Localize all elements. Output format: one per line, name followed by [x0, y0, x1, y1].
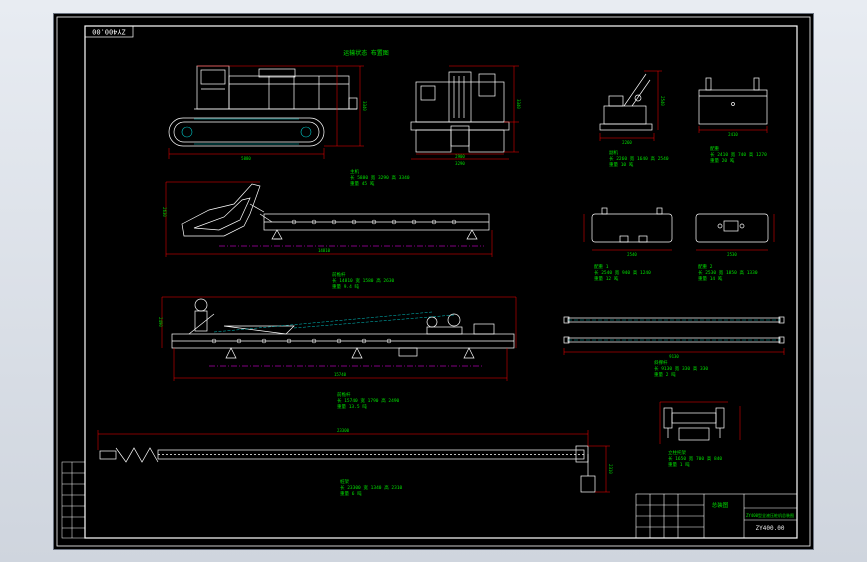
crawler-rollers: [181, 118, 312, 145]
mast-mid-dim-width: 15740: [334, 372, 347, 377]
view-front: [410, 71, 510, 153]
small-crane-dim-width: 2260: [622, 140, 632, 145]
view-small-crane: [599, 73, 653, 131]
mast-mid-dims: [161, 296, 517, 381]
title-block-subtitle: ZY400型全液压桩机总装图: [746, 512, 794, 518]
mast-mid-cable: [213, 311, 455, 333]
block-b-caption-2: 长 2530 宽 1850 高 1330: [698, 269, 758, 276]
crawler-dim-width: 5880: [241, 156, 251, 161]
small-crane-caption-1: 副机: [609, 149, 618, 156]
rods-dim-width: 9130: [669, 354, 679, 359]
rods-caption-1: 斜撑杆: [654, 359, 668, 366]
view-mast-mid: [171, 298, 515, 359]
small-part-caption-1: 立柱托架: [668, 449, 686, 456]
mast-top-dim-width: 14810: [318, 248, 331, 253]
cad-drawing: ZY400.00 运输状态 布置图: [56, 16, 811, 547]
view-crawler: [168, 65, 358, 147]
counterweight-caption-2: 长 2410 宽 740 高 1270: [710, 151, 767, 158]
leader-dims: [97, 430, 610, 493]
counterweight-dim-width: 2410: [728, 132, 738, 137]
block-a-dims: [583, 214, 672, 251]
crawler-dims: [168, 65, 364, 159]
mast-top-holes: [291, 219, 457, 225]
small-part-caption-3: 重量 1 吨: [668, 461, 690, 468]
small-crane-caption-3: 重量 10 吨: [609, 161, 634, 168]
view-small-part: [663, 407, 725, 441]
leader-caption-1: 桩架: [340, 478, 349, 485]
mast-mid-caption-2: 长 15740 宽 1790 高 2490: [337, 397, 400, 404]
rods-dims: [563, 348, 785, 355]
mast-top-dim-height: 2630: [162, 207, 167, 217]
mast-mid-caption-1: 前桅杆: [337, 391, 351, 398]
mast-top-caption-1: 前桅杆: [332, 271, 346, 278]
title-block: [635, 493, 798, 539]
view-leader: [99, 445, 596, 493]
view-mast-top: [181, 183, 490, 240]
small-crane-caption-2: 长 2260 宽 1640 高 2540: [609, 155, 669, 162]
top-heading: 运输状态 布置图: [343, 49, 389, 57]
mast-mid-holes: [211, 338, 392, 344]
view-counterweight: [698, 77, 768, 125]
block-a-caption-1: 配重 1: [594, 263, 609, 270]
outer-border: [56, 16, 811, 547]
drawing-sheet: ZY400.00 运输状态 布置图: [54, 14, 813, 549]
counterweight-dims: [698, 126, 768, 133]
front-dim-height: 3340: [516, 99, 521, 109]
leader-caption-3: 重量 6 吨: [340, 490, 362, 497]
block-a-dim-width: 2540: [627, 252, 637, 257]
view-block-a: [591, 207, 673, 243]
title-block-name: 总装图: [712, 501, 729, 509]
block-a-caption-2: 长 2540 宽 940 高 1240: [594, 269, 651, 276]
counterweight-caption-3: 重量 20 吨: [710, 157, 735, 164]
view-block-b: [695, 213, 769, 243]
block-b-dim-width: 2530: [727, 252, 737, 257]
leader-dim-width: 23300: [337, 428, 350, 433]
rods-caption-2: 长 9130 宽 330 高 330: [654, 365, 708, 372]
inner-border: [84, 25, 798, 539]
mast-mid-caption-3: 重量 13.5 吨: [337, 403, 367, 410]
view-rods: [563, 316, 785, 344]
leader-caption-2: 长 23300 宽 1340 高 2310: [340, 484, 403, 491]
front-dims: [411, 65, 519, 160]
small-part-dims: [659, 401, 741, 444]
small-crane-dims: [599, 70, 662, 141]
revision-table: [61, 461, 86, 539]
counterweight-caption-1: 配重: [710, 145, 719, 152]
front-dim-width-inner: 2900: [455, 154, 465, 159]
code-tag-text: ZY400.00: [92, 28, 126, 36]
mast-mid-dim-height: 2490: [158, 317, 163, 327]
mast-top-caption-3: 重量 9.4 吨: [332, 283, 360, 290]
block-a-caption-3: 重量 12 吨: [594, 275, 619, 282]
mast-top-dims: [165, 181, 493, 257]
block-b-caption-3: 重量 14 吨: [698, 275, 723, 282]
title-block-drawing-no: ZY400.00: [756, 525, 785, 532]
crawler-dim-height: 3340: [362, 101, 367, 111]
rods-centerlines: [568, 319, 780, 341]
rods-caption-3: 重量 2 吨: [654, 371, 676, 378]
leader-dim-height: 2310: [608, 464, 613, 474]
crawler-caption-3: 重量 45 吨: [350, 180, 375, 187]
block-b-dims: [696, 214, 775, 251]
small-part-caption-2: 长 1650 宽 700 高 840: [668, 455, 722, 462]
front-dim-width: 3290: [455, 161, 465, 166]
crawler-caption-2: 长 5880 宽 3290 高 3340: [350, 174, 410, 181]
mast-top-caption-2: 长 14810 宽 1580 高 2630: [332, 277, 395, 284]
code-tag: ZY400.00: [84, 25, 134, 38]
block-b-caption-1: 配重 2: [698, 263, 713, 270]
small-crane-dim-height: 2540: [660, 96, 665, 106]
crawler-caption-1: 主机: [350, 168, 359, 175]
